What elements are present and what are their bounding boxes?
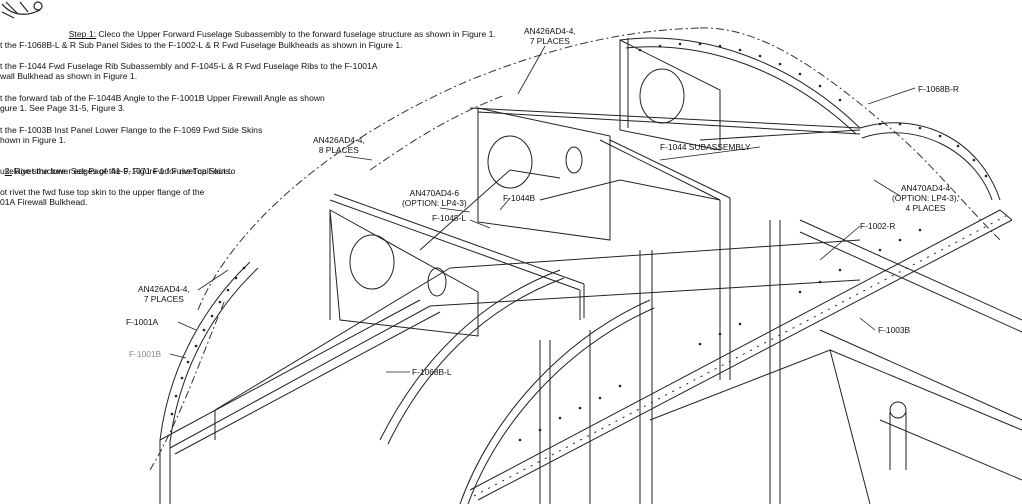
instruction-line-2b: wall Bulkhead as shown in Figure 1. bbox=[0, 71, 138, 81]
note-line-a: ot rivet the fwd fuse top skin to the up… bbox=[0, 187, 205, 197]
callout-f1068b-r: F-1068B-R bbox=[918, 84, 959, 94]
callout-an426-7-left: AN426AD4-4, 7 PLACES bbox=[138, 284, 190, 304]
instruction-line-3a: t the forward tab of the F-1044B Angle t… bbox=[0, 93, 325, 103]
airplane-icon bbox=[1, 1, 43, 19]
callout-f1001b: F-1001B bbox=[129, 349, 162, 359]
step2-line-2: uselage structure. See Page 41-9, Figure… bbox=[0, 166, 233, 176]
instruction-line-1: t the F-1068B-L & R Sub Panel Sides to t… bbox=[0, 40, 403, 50]
left-arch-frame bbox=[379, 269, 655, 504]
step2-instruction: 2: Rivet the lower edges of the F-1071 F… bbox=[0, 156, 236, 177]
step1-label: Step 1: bbox=[68, 29, 97, 40]
rivet-pattern bbox=[170, 42, 988, 442]
callout-f1068b-l: F-1068B-L bbox=[412, 367, 452, 377]
callout-f1001a: F-1001A bbox=[126, 317, 159, 327]
lower-right-skin bbox=[649, 349, 1022, 504]
instruction-line-3b: gure 1. See Page 31-5, Figure 3. bbox=[0, 103, 126, 113]
step2-label: 2: bbox=[4, 166, 12, 177]
step2-text: Rivet the lower edges of the F-1071 Fwd … bbox=[11, 166, 236, 177]
callout-f1044-subassembly: F-1044 SUBASSEMBLY bbox=[660, 142, 751, 152]
step1-instruction: Step 1: Cleco the Upper Forward Fuselage… bbox=[64, 19, 496, 40]
callout-an426-7-top: AN426AD4-4, 7 PLACES bbox=[524, 26, 576, 46]
callout-an470-lp4-right: AN470AD4-4 (OPTION: LP4-3), 4 PLACES bbox=[892, 183, 960, 213]
firewall-bulkhead-left bbox=[329, 209, 479, 337]
note-line-b: 01A Firewall Bulkhead. bbox=[0, 197, 88, 207]
step1-text: Cleco the Upper Forward Fuselage Subasse… bbox=[96, 29, 496, 40]
instruction-line-2a: t the F-1044 Fwd Fuselage Rib Subassembl… bbox=[0, 61, 378, 71]
lower-structure bbox=[429, 219, 1022, 504]
callout-f1002-r: F-1002-R bbox=[860, 221, 896, 231]
rear-bulkhead bbox=[619, 38, 721, 151]
instruction-line-4a: t the F-1003B Inst Panel Lower Flange to… bbox=[0, 125, 263, 135]
top-cross-member bbox=[329, 169, 721, 320]
callout-f1003b: F-1003B bbox=[878, 325, 911, 335]
center-bulkhead bbox=[477, 107, 611, 241]
right-arch-frame bbox=[619, 37, 1001, 201]
callout-an426-8: AN426AD4-4, 8 PLACES bbox=[313, 135, 365, 155]
forward-arch-frame bbox=[159, 261, 451, 504]
callout-an470-lp4-left: AN470AD4-6 (OPTION: LP4-3) bbox=[402, 188, 467, 208]
callout-f1044b: F-1044B bbox=[503, 193, 536, 203]
f1044-beam bbox=[469, 107, 861, 380]
leader-lines bbox=[169, 45, 916, 373]
f1003b-flange bbox=[469, 209, 1013, 501]
instruction-line-4b: hown in Figure 1. bbox=[0, 135, 66, 145]
callout-f1045-l: F-1045-L bbox=[432, 213, 466, 223]
